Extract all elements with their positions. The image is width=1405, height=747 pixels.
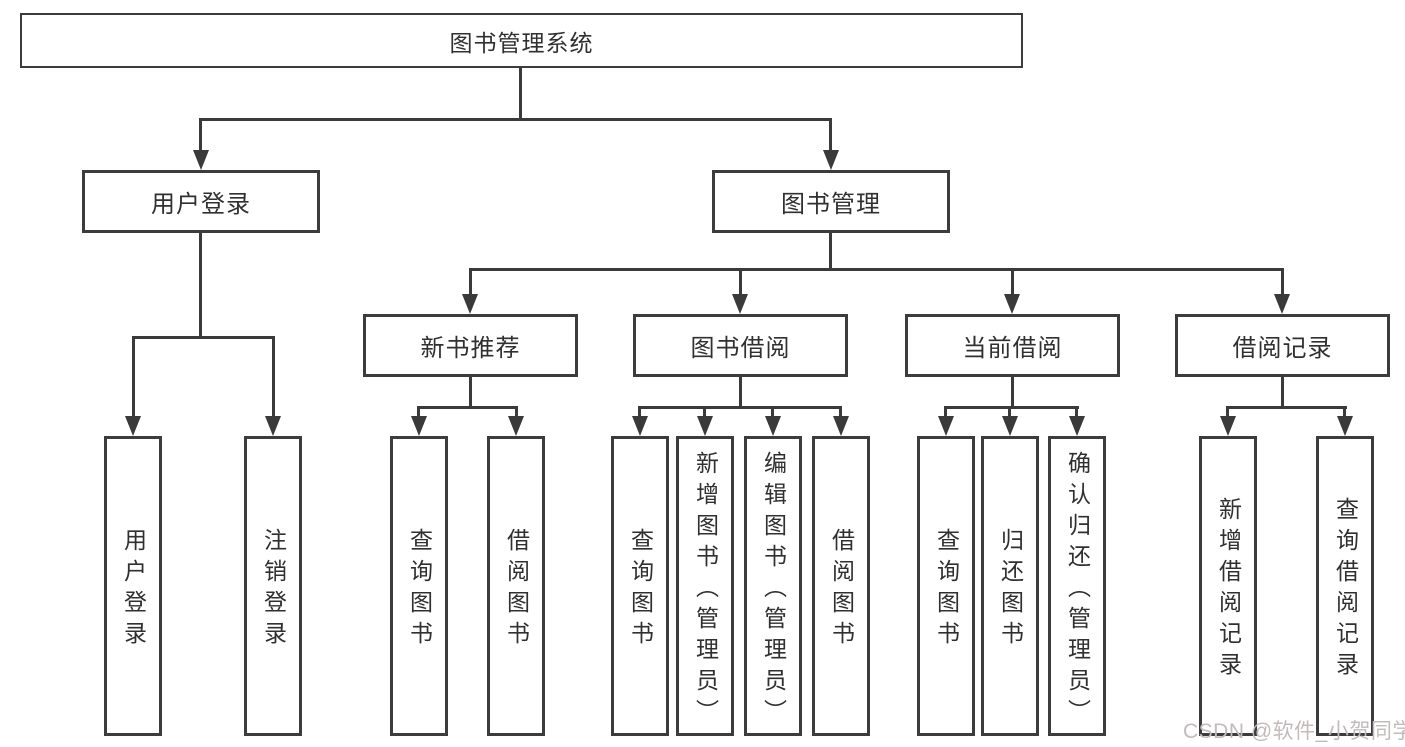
connector-line xyxy=(703,406,706,420)
connector-line xyxy=(638,406,842,409)
connector-line xyxy=(1281,376,1284,406)
connector-line xyxy=(839,406,842,420)
leaf-records-add-record: 新增借阅记录 xyxy=(1199,436,1257,736)
connector-line xyxy=(417,406,518,409)
connector-line xyxy=(829,233,832,268)
node-book-borrow-label: 图书借阅 xyxy=(690,335,791,362)
node-root-label: 图书管理系统 xyxy=(449,29,594,56)
connector-line xyxy=(1343,406,1346,420)
leaf-current-confirm-return-admin-label: 确认归还（管理员） xyxy=(1064,450,1091,730)
leaf-borrow-borrow-books-label: 借阅图书 xyxy=(828,528,855,652)
leaf-user-login: 用户登录 xyxy=(104,436,162,736)
connector-line xyxy=(638,406,641,420)
arrow-down-icon xyxy=(1220,416,1236,436)
node-new-book-recommend-label: 新书推荐 xyxy=(420,335,521,362)
leaf-current-confirm-return-admin: 确认归还（管理员） xyxy=(1048,436,1106,736)
connector-line xyxy=(944,406,1079,409)
connector-line xyxy=(1075,406,1078,420)
arrow-down-icon xyxy=(1002,416,1018,436)
connector-line xyxy=(417,406,420,420)
arrow-down-icon xyxy=(833,416,849,436)
node-current-borrow-label: 当前借阅 xyxy=(962,335,1063,362)
arrow-down-icon xyxy=(732,294,748,314)
connector-line xyxy=(1011,376,1014,406)
arrow-down-icon xyxy=(462,294,478,314)
leaf-borrow-query-books: 查询图书 xyxy=(611,436,669,736)
leaf-borrow-edit-books-admin-label: 编辑图书（管理员） xyxy=(760,450,787,730)
connector-line xyxy=(199,118,202,156)
leaf-current-return-books: 归还图书 xyxy=(981,436,1039,736)
arrow-down-icon xyxy=(193,150,209,170)
arrow-down-icon xyxy=(411,416,427,436)
node-book-borrow: 图书借阅 xyxy=(633,314,848,377)
leaf-borrow-query-books-label: 查询图书 xyxy=(627,528,654,652)
csdn-watermark: CSDN @软件_小贺同学 xyxy=(1183,720,1405,743)
leaf-current-query-books: 查询图书 xyxy=(917,436,975,736)
node-book-management: 图书管理 xyxy=(712,170,950,233)
leaf-recommend-query-books: 查询图书 xyxy=(390,436,448,736)
leaf-records-add-record-label: 新增借阅记录 xyxy=(1215,497,1242,683)
connector-line xyxy=(132,336,135,420)
node-borrow-records-label: 借阅记录 xyxy=(1232,335,1333,362)
leaf-logout-label: 注销登录 xyxy=(260,528,287,652)
node-user-login: 用户登录 xyxy=(82,170,320,233)
node-book-management-label: 图书管理 xyxy=(781,191,881,218)
arrow-down-icon xyxy=(125,416,141,436)
node-user-login-label: 用户登录 xyxy=(151,191,251,218)
leaf-records-query-record: 查询借阅记录 xyxy=(1316,436,1374,736)
leaf-borrow-add-books-admin: 新增图书（管理员） xyxy=(676,436,734,736)
connector-line xyxy=(1281,268,1284,298)
arrow-down-icon xyxy=(1069,416,1085,436)
leaf-borrow-borrow-books: 借阅图书 xyxy=(812,436,870,736)
leaf-records-query-record-label: 查询借阅记录 xyxy=(1332,497,1359,683)
leaf-user-login-label: 用户登录 xyxy=(120,528,147,652)
node-borrow-records: 借阅记录 xyxy=(1175,314,1390,377)
arrow-down-icon xyxy=(265,416,281,436)
arrow-down-icon xyxy=(1337,416,1353,436)
connector-line xyxy=(1011,268,1014,298)
arrow-down-icon xyxy=(697,416,713,436)
connector-line xyxy=(519,68,522,118)
arrow-down-icon xyxy=(632,416,648,436)
leaf-recommend-borrow-books-label: 借阅图书 xyxy=(503,528,530,652)
connector-line xyxy=(469,268,472,298)
connector-line xyxy=(272,336,275,420)
leaf-borrow-edit-books-admin: 编辑图书（管理员） xyxy=(744,436,802,736)
leaf-borrow-add-books-admin-label: 新增图书（管理员） xyxy=(692,450,719,730)
leaf-recommend-borrow-books: 借阅图书 xyxy=(487,436,545,736)
arrow-down-icon xyxy=(1004,294,1020,314)
connector-line xyxy=(469,268,1284,271)
node-root: 图书管理系统 xyxy=(20,13,1023,68)
leaf-recommend-query-books-label: 查询图书 xyxy=(406,528,433,652)
connector-line xyxy=(771,406,774,420)
arrow-down-icon xyxy=(938,416,954,436)
connector-line xyxy=(739,376,742,406)
leaf-logout: 注销登录 xyxy=(244,436,302,736)
node-current-borrow: 当前借阅 xyxy=(905,314,1120,377)
connector-line xyxy=(1008,406,1011,420)
connector-line xyxy=(199,118,832,121)
connector-line xyxy=(469,376,472,406)
node-new-book-recommend: 新书推荐 xyxy=(363,314,578,377)
connector-line xyxy=(739,268,742,298)
connector-line xyxy=(1226,406,1347,409)
connector-line xyxy=(199,233,202,336)
arrow-down-icon xyxy=(765,416,781,436)
arrow-down-icon xyxy=(823,150,839,170)
arrow-down-icon xyxy=(508,416,524,436)
connector-line xyxy=(515,406,518,420)
connector-line xyxy=(132,336,275,339)
leaf-current-query-books-label: 查询图书 xyxy=(933,528,960,652)
connector-line xyxy=(1226,406,1229,420)
arrow-down-icon xyxy=(1274,294,1290,314)
connector-line xyxy=(829,118,832,156)
connector-line xyxy=(944,406,947,420)
leaf-current-return-books-label: 归还图书 xyxy=(997,528,1024,652)
